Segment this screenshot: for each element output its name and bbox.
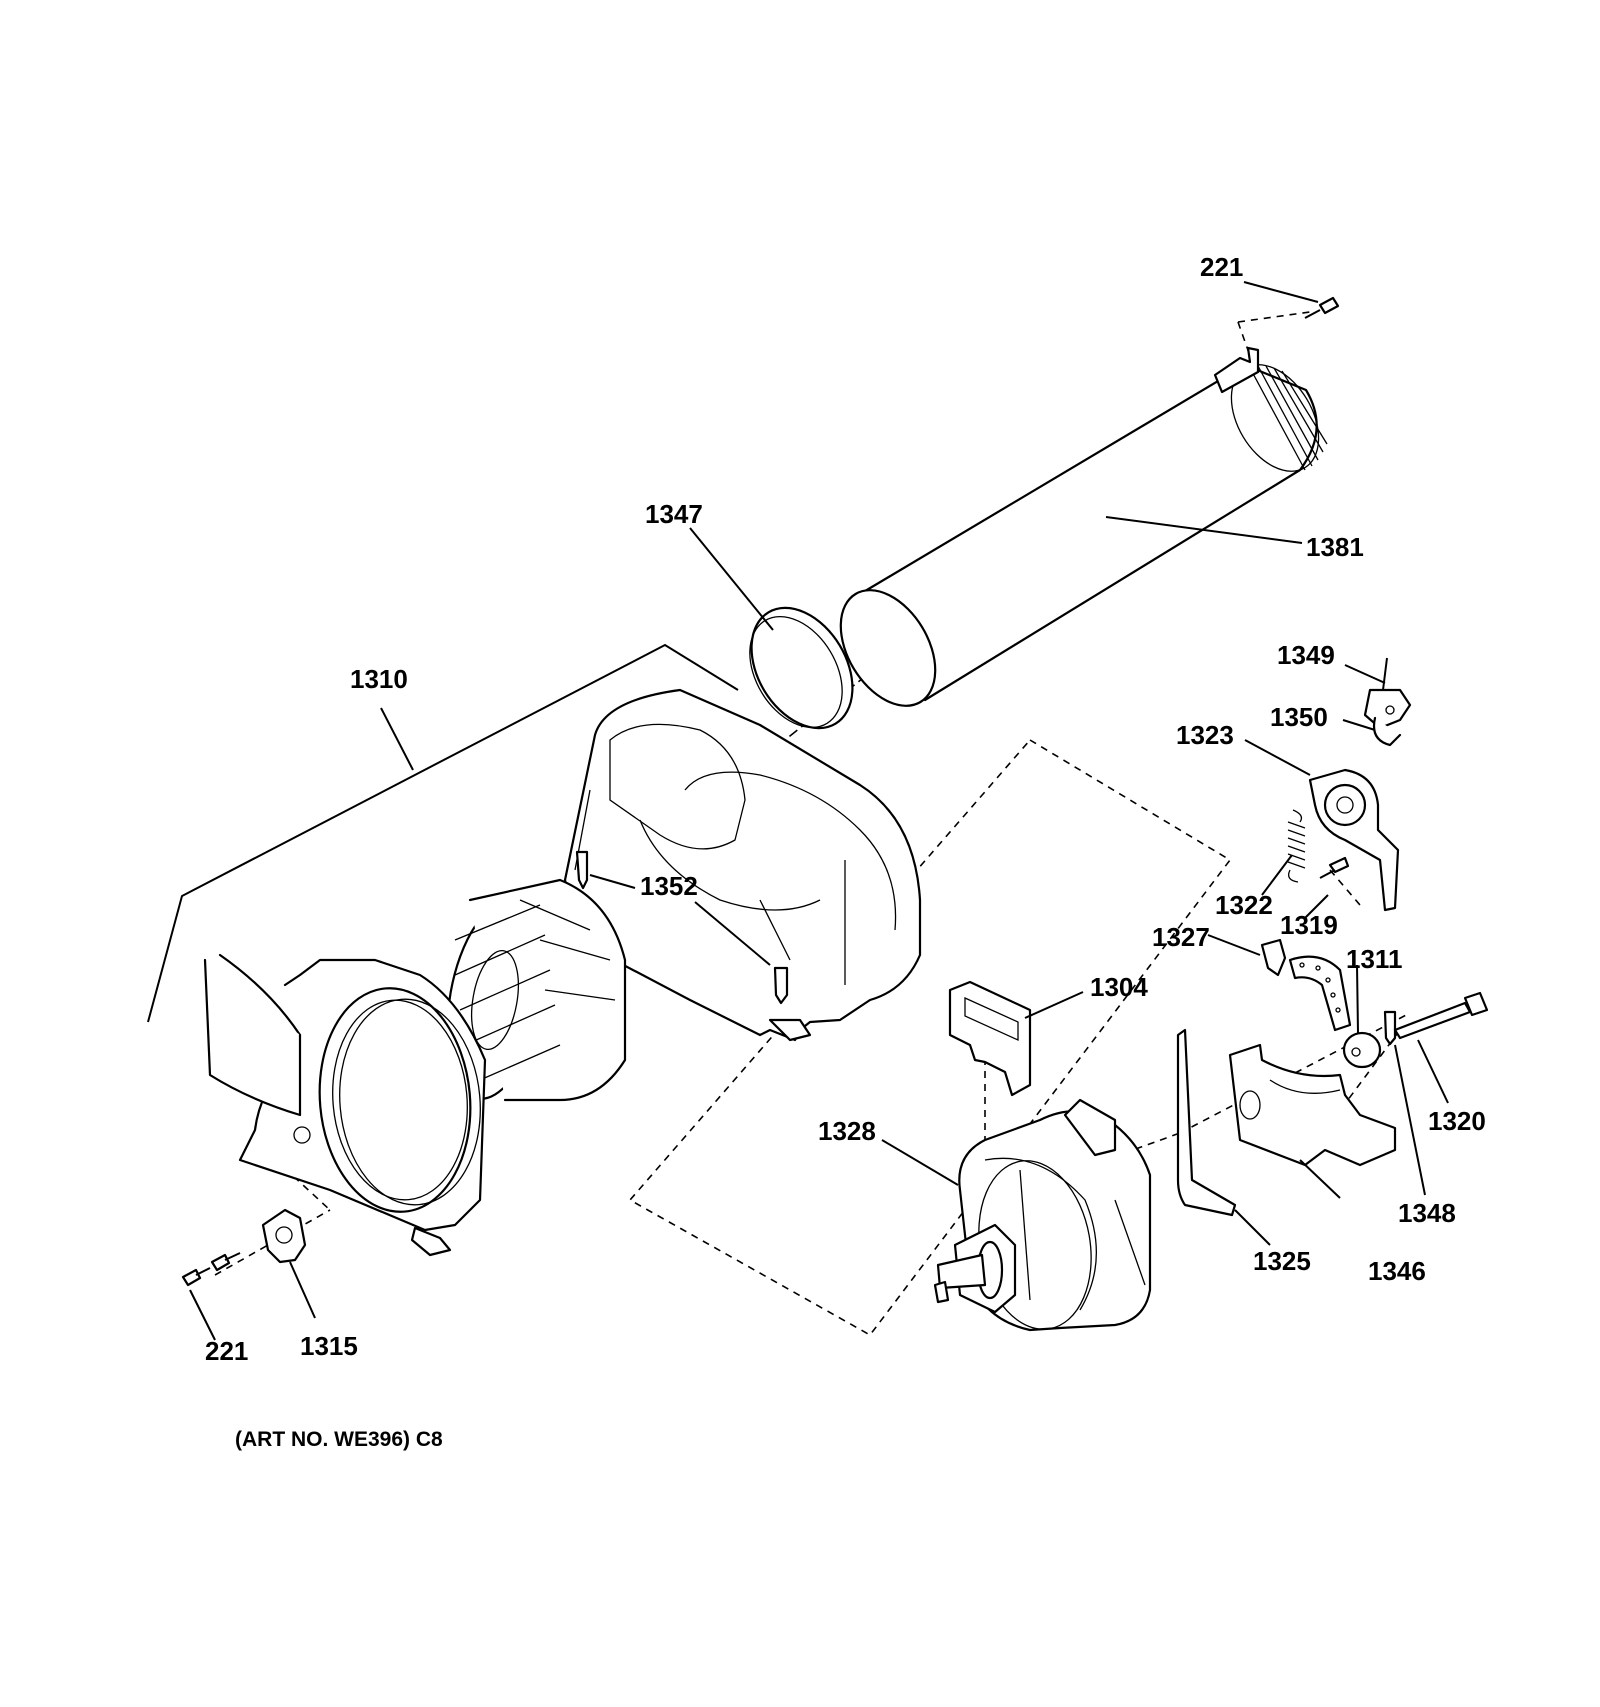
callout-1315: 1315 (300, 1331, 358, 1361)
callout-1310: 1310 (350, 664, 408, 694)
callout-1352: 1352 (640, 871, 698, 901)
callout-1349: 1349 (1277, 640, 1335, 670)
idler-parts (1207, 934, 1382, 1069)
callout-1381: 1381 (1306, 532, 1364, 562)
part-1304 (948, 980, 1084, 1097)
callout-1325: 1325 (1253, 1246, 1311, 1276)
screws (181, 281, 1489, 1341)
callout-1320: 1320 (1428, 1106, 1486, 1136)
duct-tube-1381 (839, 346, 1328, 707)
callout-221-top: 221 (1200, 252, 1243, 282)
motor-1328 (881, 1098, 1152, 1332)
callout-1323: 1323 (1176, 720, 1234, 750)
switch-parts (1244, 657, 1412, 912)
callout-1304: 1304 (1090, 972, 1148, 1002)
callout-1322: 1322 (1215, 890, 1273, 920)
callout-1311: 1311 (1346, 944, 1402, 974)
belt-strap-1325 (1176, 1028, 1271, 1246)
callout-labels: 221 1381 1347 1310 1349 1350 1323 1352 1… (205, 252, 1486, 1366)
art-number: (ART NO. WE396) C8 (235, 1428, 443, 1451)
callout-1348: 1348 (1398, 1198, 1456, 1228)
bracket-line-1310 (147, 643, 739, 1023)
part-1315 (261, 1208, 316, 1319)
ring-seal-1347 (689, 527, 854, 730)
callout-1346: 1346 (1368, 1256, 1426, 1286)
callout-1350: 1350 (1270, 702, 1328, 732)
front-housing-plate (203, 953, 487, 1257)
spring-1322 (1261, 809, 1306, 896)
callout-1327: 1327 (1152, 922, 1210, 952)
blower-housing (563, 688, 922, 1042)
callout-1328: 1328 (818, 1116, 876, 1146)
callout-221-bottom: 221 (205, 1336, 248, 1366)
callout-1319: 1319 (1280, 910, 1338, 940)
callout-1347: 1347 (645, 499, 703, 529)
motor-bracket-1346 (1228, 1043, 1397, 1199)
